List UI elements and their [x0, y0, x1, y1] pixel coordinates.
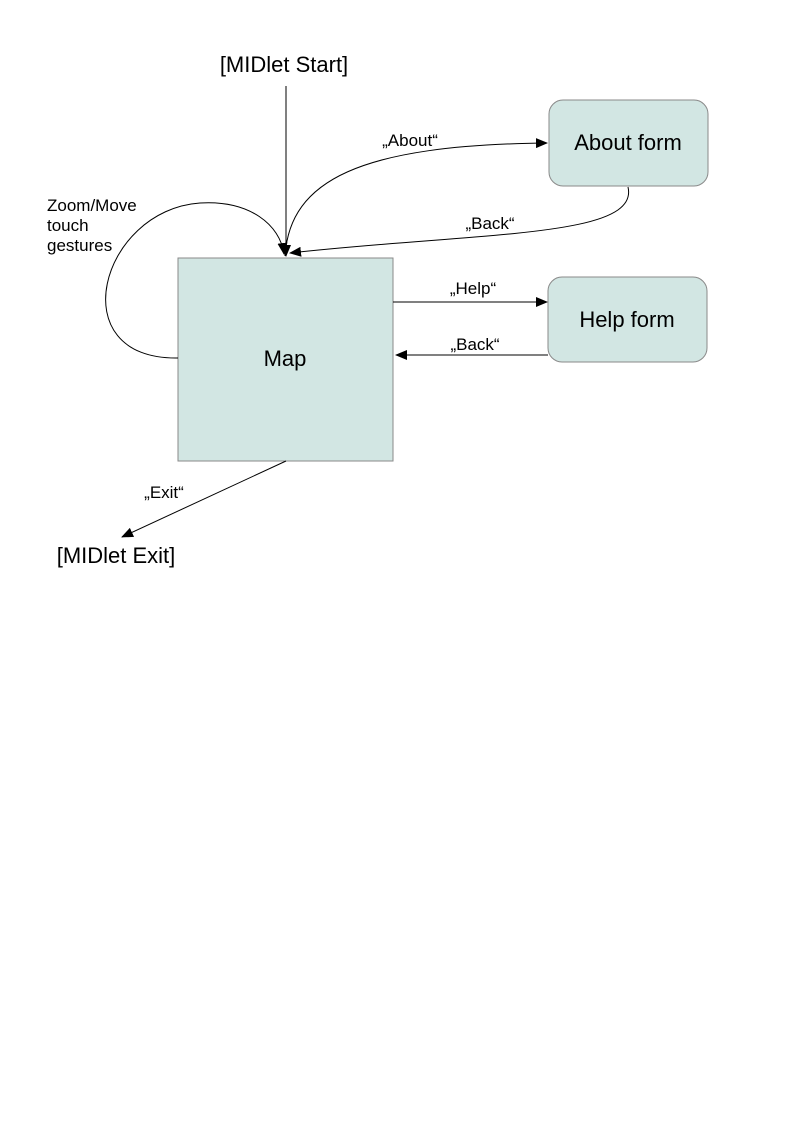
edge-about-to-map: [289, 186, 630, 257]
start-label: [MIDlet Start]: [220, 52, 348, 77]
about-form-node: [548, 99, 709, 187]
help-form-label: Help form: [579, 307, 674, 332]
map-label: Map: [264, 346, 307, 371]
edge-self-loop: [105, 202, 288, 359]
edge-map-to-exit: [121, 460, 287, 538]
self-loop-label-line-2: touch: [47, 216, 89, 235]
self-loop-label-line-3: gestures: [47, 236, 112, 255]
exit-label: [MIDlet Exit]: [57, 543, 176, 568]
help-form-node: [547, 276, 708, 363]
edge-label-about: „About“: [382, 131, 438, 150]
edge-label-exit: „Exit“: [144, 483, 184, 502]
edge-label-help: „Help“: [450, 279, 497, 298]
about-form-label: About form: [574, 130, 682, 155]
edge-label-back-help: „Back“: [450, 335, 499, 354]
map-node: [177, 257, 394, 462]
edge-label-back-about: „Back“: [465, 214, 514, 233]
self-loop-label-line-1: Zoom/Move: [47, 196, 137, 215]
edge-map-to-about: [284, 138, 548, 257]
